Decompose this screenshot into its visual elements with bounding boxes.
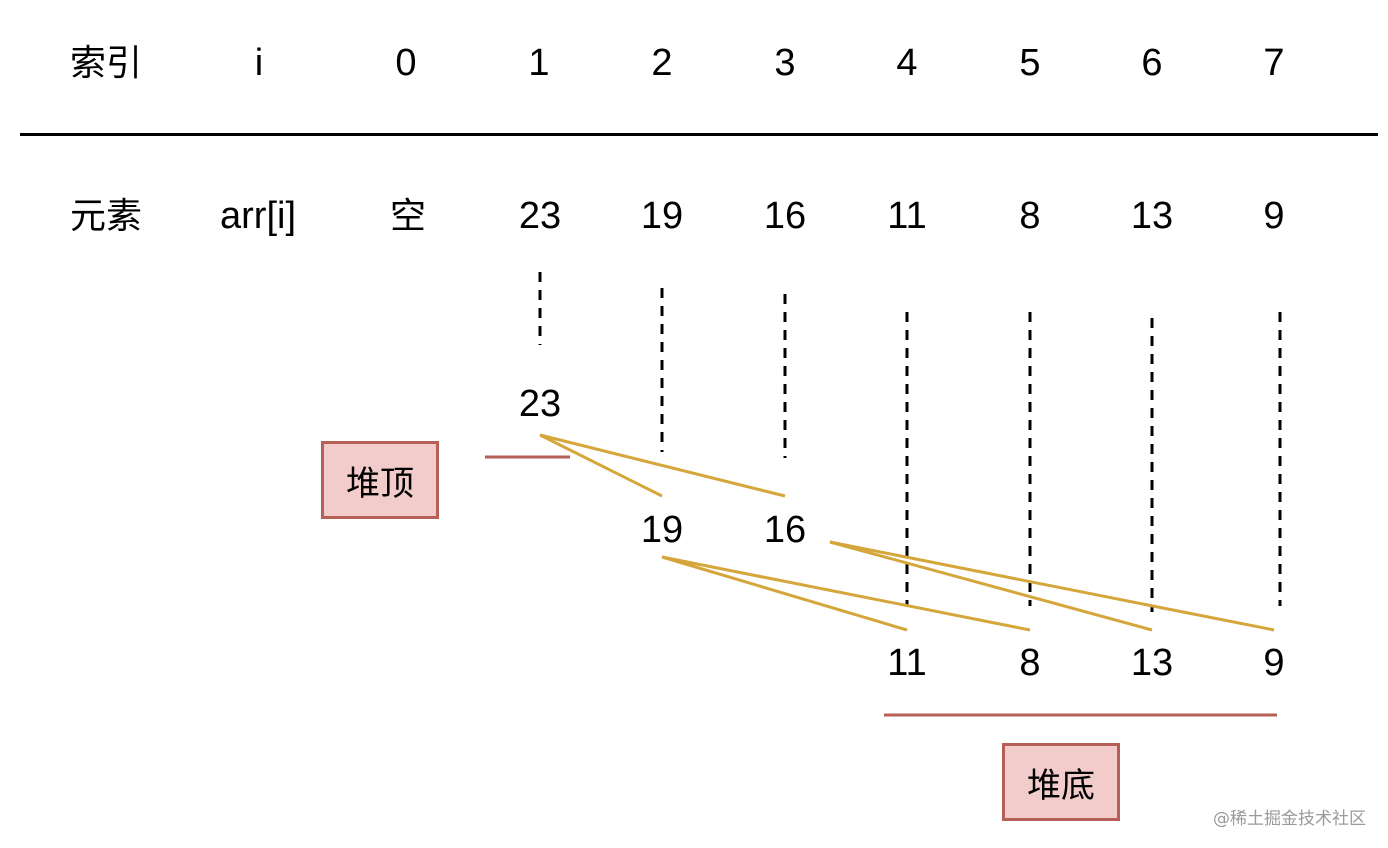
tree-edge	[661, 555, 908, 632]
watermark: @稀土掘金技术社区	[1213, 809, 1366, 829]
tree-node: 11	[887, 642, 927, 684]
index-var-label: i	[254, 42, 264, 84]
header-divider	[20, 133, 1378, 136]
tree-node: 16	[763, 509, 807, 551]
element-cell: 8	[1019, 195, 1041, 237]
index-cell: 0	[395, 42, 417, 84]
element-cell: 19	[640, 195, 684, 237]
tree-edge	[539, 433, 786, 498]
heap-bottom-label: 堆底	[1002, 743, 1120, 821]
tree-node-root: 23	[518, 383, 562, 425]
element-cell: 13	[1130, 195, 1174, 237]
heap-top-label: 堆顶	[321, 441, 439, 519]
index-cell: 7	[1263, 42, 1285, 84]
element-var-label: arr[i]	[220, 195, 296, 237]
index-cell: 1	[528, 42, 550, 84]
index-row-label: 索引	[69, 43, 143, 84]
element-cell: 9	[1263, 195, 1285, 237]
index-cell: 2	[651, 42, 673, 84]
tree-edge	[829, 540, 1275, 632]
tree-node: 8	[1019, 642, 1041, 684]
index-cell: 4	[896, 42, 918, 84]
tree-node: 9	[1263, 642, 1285, 684]
index-cell: 3	[774, 42, 796, 84]
element-cell: 16	[763, 195, 807, 237]
index-cell: 6	[1141, 42, 1163, 84]
tree-edge	[539, 433, 663, 498]
tree-edge	[829, 540, 1153, 632]
element-cell-empty: 空	[389, 196, 427, 237]
element-row-label: 元素	[69, 196, 143, 237]
tree-node: 19	[640, 509, 684, 551]
index-cell: 5	[1019, 42, 1041, 84]
tree-node: 13	[1130, 642, 1174, 684]
element-cell: 23	[518, 195, 562, 237]
tree-edge	[661, 555, 1031, 632]
element-cell: 11	[887, 195, 927, 237]
